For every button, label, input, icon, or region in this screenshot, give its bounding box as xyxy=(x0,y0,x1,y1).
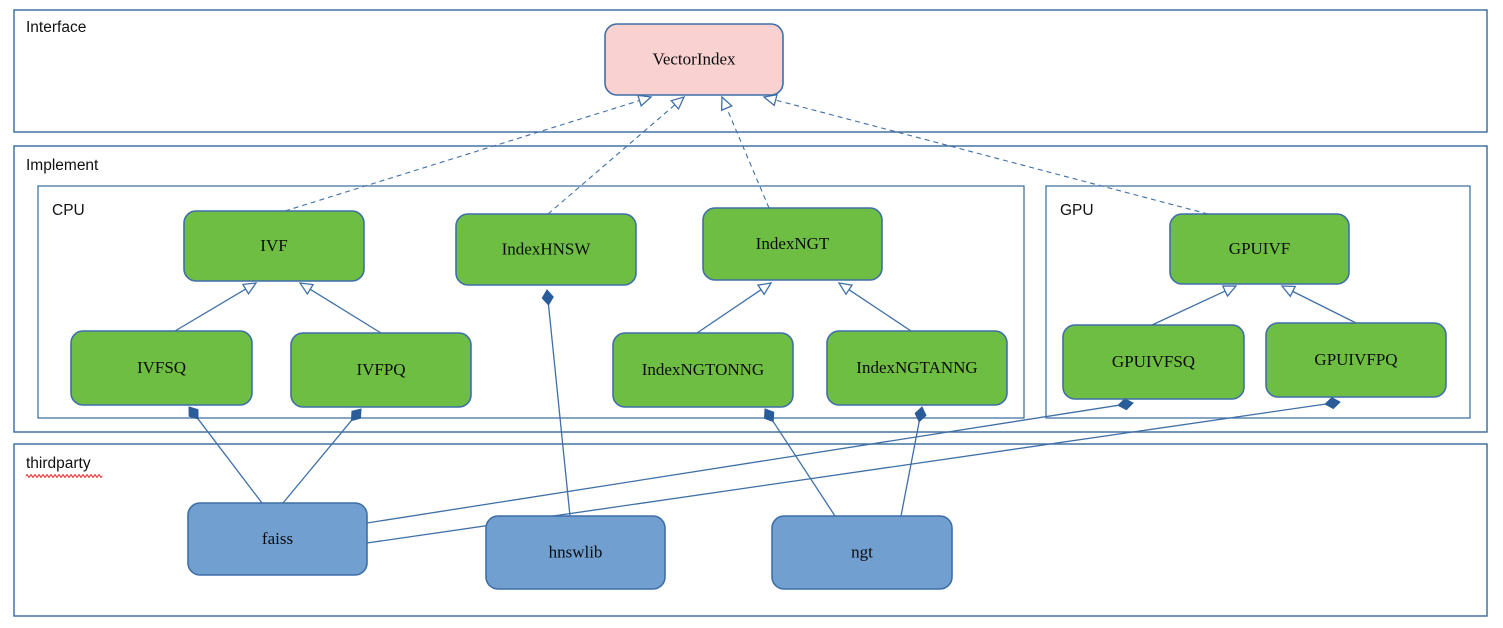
edge-ivf-realizes-vectorindex xyxy=(284,94,653,212)
class-node-ngt[interactable]: ngt xyxy=(771,515,953,590)
composition-diamond xyxy=(350,408,362,422)
node-label-ivfpq: IVFPQ xyxy=(356,360,405,379)
composition-diamond xyxy=(541,289,554,306)
edge-faiss-composes-ivfpq xyxy=(282,408,362,504)
edge-path xyxy=(900,421,920,517)
node-label-ngt: ngt xyxy=(851,542,873,561)
composition-diamond xyxy=(188,406,199,420)
edge-indexngtonng-extends-indexngt xyxy=(696,282,773,334)
edge-path xyxy=(366,404,1119,524)
class-node-gpuivfsq[interactable]: GPUIVFSQ xyxy=(1062,324,1245,400)
node-box-hnswlib[interactable] xyxy=(485,515,666,590)
class-node-indexngt[interactable]: IndexNGT xyxy=(702,207,883,281)
node-box-indexngt[interactable] xyxy=(702,207,883,281)
node-label-gpuivf: GPUIVF xyxy=(1229,239,1290,258)
edge-gpuivf-realizes-vectorindex xyxy=(762,93,1209,215)
edge-ngt-composes-indexngtanng xyxy=(900,406,927,517)
class-node-hnswlib[interactable]: hnswlib xyxy=(485,515,666,590)
edge-path xyxy=(726,107,770,209)
class-node-faiss[interactable]: faiss xyxy=(187,502,368,576)
class-node-ivfpq[interactable]: IVFPQ xyxy=(290,332,472,408)
edge-ngt-composes-indexngtonng xyxy=(763,408,836,517)
edge-hnswlib-composes-indexhnsw xyxy=(541,289,571,517)
node-label-indexngtonng: IndexNGTONNG xyxy=(642,360,764,379)
node-label-vectorindex: VectorIndex xyxy=(652,49,736,68)
edge-path xyxy=(775,99,1209,215)
arrowhead-hollow-triangle xyxy=(756,282,773,296)
composition-diamond xyxy=(1117,398,1134,411)
edge-path xyxy=(1151,290,1226,326)
edge-path xyxy=(547,104,676,215)
arrowhead-hollow-triangle xyxy=(762,93,778,107)
edge-faiss-composes-ivfsq xyxy=(188,406,263,504)
container-label-thirdparty: thirdparty xyxy=(26,455,91,472)
class-node-gpuivf[interactable]: GPUIVF xyxy=(1169,213,1350,285)
arrowhead-hollow-triangle xyxy=(1280,285,1297,298)
node-box-vectorindex[interactable] xyxy=(604,23,784,96)
node-label-ivf: IVF xyxy=(260,236,287,255)
class-node-ivfsq[interactable]: IVFSQ xyxy=(70,330,253,406)
class-node-ivf[interactable]: IVF xyxy=(183,210,365,282)
edge-path xyxy=(174,288,247,332)
arrowhead-hollow-triangle xyxy=(720,95,733,112)
edge-indexngtanng-extends-indexngt xyxy=(837,282,912,332)
class-node-gpuivfpq[interactable]: GPUIVFPQ xyxy=(1265,322,1447,398)
arrowhead-hollow-triangle xyxy=(298,282,315,296)
edge-path xyxy=(197,418,263,504)
node-label-gpuivfpq: GPUIVFPQ xyxy=(1314,350,1397,369)
node-box-gpuivfpq[interactable] xyxy=(1265,322,1447,398)
arrowhead-hollow-triangle xyxy=(241,282,258,296)
node-label-faiss: faiss xyxy=(262,529,293,548)
composition-diamond xyxy=(1324,397,1341,410)
class-node-indexngtonng[interactable]: IndexNGTONNG xyxy=(612,332,794,408)
edge-path xyxy=(282,420,352,504)
container-label-gpu: GPU xyxy=(1060,202,1094,219)
edge-gpuivfsq-extends-gpuivf xyxy=(1151,285,1238,326)
class-node-indexhnsw[interactable]: IndexHNSW xyxy=(455,213,637,286)
arrowhead-hollow-triangle xyxy=(670,95,686,111)
node-label-hnswlib: hnswlib xyxy=(549,542,603,561)
composition-diamond xyxy=(914,406,927,423)
container-label-interface: Interface xyxy=(26,19,86,36)
edge-path xyxy=(848,289,912,332)
arrowhead-hollow-triangle xyxy=(837,282,854,296)
edge-ivfsq-extends-ivf xyxy=(174,282,258,332)
edge-indexngt-realizes-vectorindex xyxy=(720,95,770,209)
arrowhead-hollow-triangle xyxy=(636,94,653,107)
node-label-indexngt: IndexNGT xyxy=(756,234,830,253)
spellcheck-underline-thirdparty xyxy=(25,474,103,478)
node-label-gpuivfsq: GPUIVFSQ xyxy=(1112,352,1195,371)
node-box-indexhnsw[interactable] xyxy=(455,213,637,286)
node-box-indexngtonng[interactable] xyxy=(612,332,794,408)
edge-faiss-composes-gpuivfsq xyxy=(366,398,1134,524)
edge-indexhnsw-realizes-vectorindex xyxy=(547,95,686,215)
class-node-vectorindex[interactable]: VectorIndex xyxy=(604,23,784,96)
node-box-ngt[interactable] xyxy=(771,515,953,590)
composition-diamond xyxy=(763,408,775,423)
node-label-indexhnsw: IndexHNSW xyxy=(502,239,592,258)
node-box-ivfpq[interactable] xyxy=(290,332,472,408)
edge-path xyxy=(696,289,762,334)
edge-path xyxy=(772,421,836,517)
edge-path xyxy=(284,100,640,212)
node-label-indexngtanng: IndexNGTANNG xyxy=(856,358,977,377)
node-box-ivfsq[interactable] xyxy=(70,330,253,406)
node-box-ivf[interactable] xyxy=(183,210,365,282)
edge-path xyxy=(547,304,571,517)
class-node-indexngtanng[interactable]: IndexNGTANNG xyxy=(826,330,1008,406)
edge-path xyxy=(309,288,382,334)
node-box-gpuivfsq[interactable] xyxy=(1062,324,1245,400)
node-box-gpuivf[interactable] xyxy=(1169,213,1350,285)
container-label-cpu: CPU xyxy=(52,202,85,219)
node-label-ivfsq: IVFSQ xyxy=(137,358,186,377)
arrowhead-hollow-triangle xyxy=(1221,285,1238,298)
container-label-implement: Implement xyxy=(26,157,99,174)
edge-gpuivfpq-extends-gpuivf xyxy=(1280,285,1357,324)
node-box-indexngtanng[interactable] xyxy=(826,330,1008,406)
edge-path xyxy=(1292,290,1357,324)
node-box-faiss[interactable] xyxy=(187,502,368,576)
edge-ivfpq-extends-ivf xyxy=(298,282,382,334)
